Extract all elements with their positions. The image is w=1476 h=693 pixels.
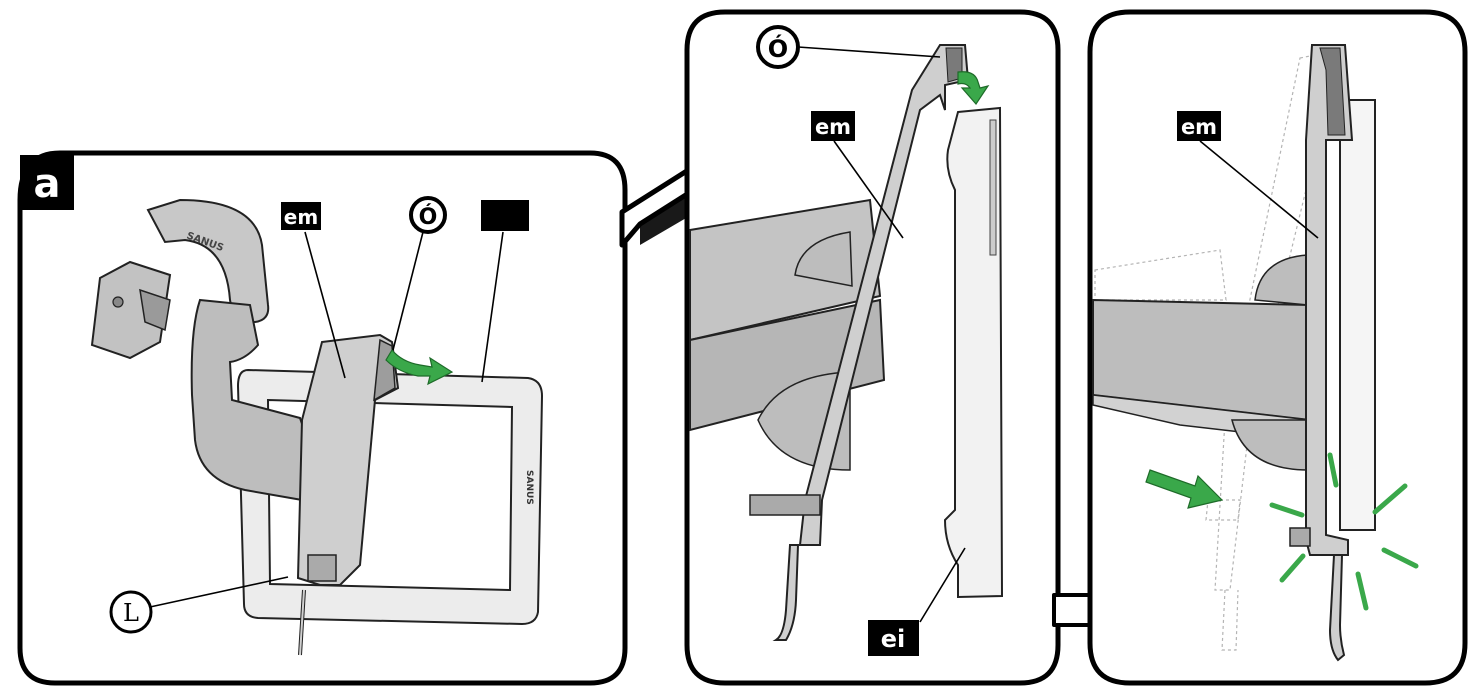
panel-middle: Ó em ei <box>687 12 1058 683</box>
tv-tag <box>481 200 529 231</box>
panel-a: a SANUS SANUS em <box>20 153 625 683</box>
bracket-label-middle: em <box>815 115 851 139</box>
step-label: a <box>34 161 61 207</box>
screw-label: L <box>123 599 139 627</box>
brand-text-right: SANUS <box>524 470 534 505</box>
hook-label-a: Ó <box>419 204 438 230</box>
hook-label-middle: Ó <box>768 33 788 63</box>
plate-label: ei <box>881 625 906 653</box>
panel-right: em <box>1090 12 1465 683</box>
bracket-label-a: em <box>284 205 318 229</box>
bracket-label-right: em <box>1181 115 1217 139</box>
